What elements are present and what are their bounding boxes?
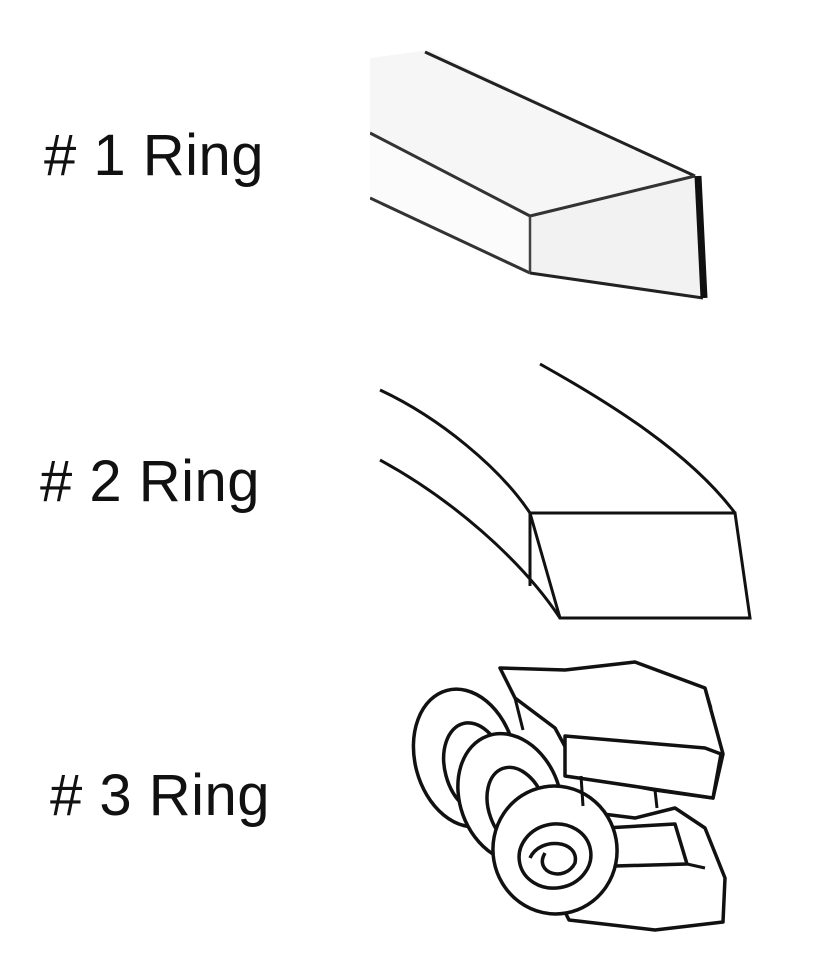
ring-3-label: # 3 Ring: [50, 763, 271, 828]
ring-1-label: # 1 Ring: [44, 123, 265, 188]
ring-1-row: # 1 Ring: [0, 0, 822, 330]
ring-2-row: # 2 Ring: [0, 330, 822, 640]
ring-3-row: # 3 Ring: [0, 640, 822, 960]
compression-ring-second-icon: [370, 358, 760, 628]
compression-ring-top-icon: [370, 48, 730, 328]
oil-control-ring-icon: [405, 658, 745, 948]
ring-2-label: # 2 Ring: [40, 449, 261, 514]
